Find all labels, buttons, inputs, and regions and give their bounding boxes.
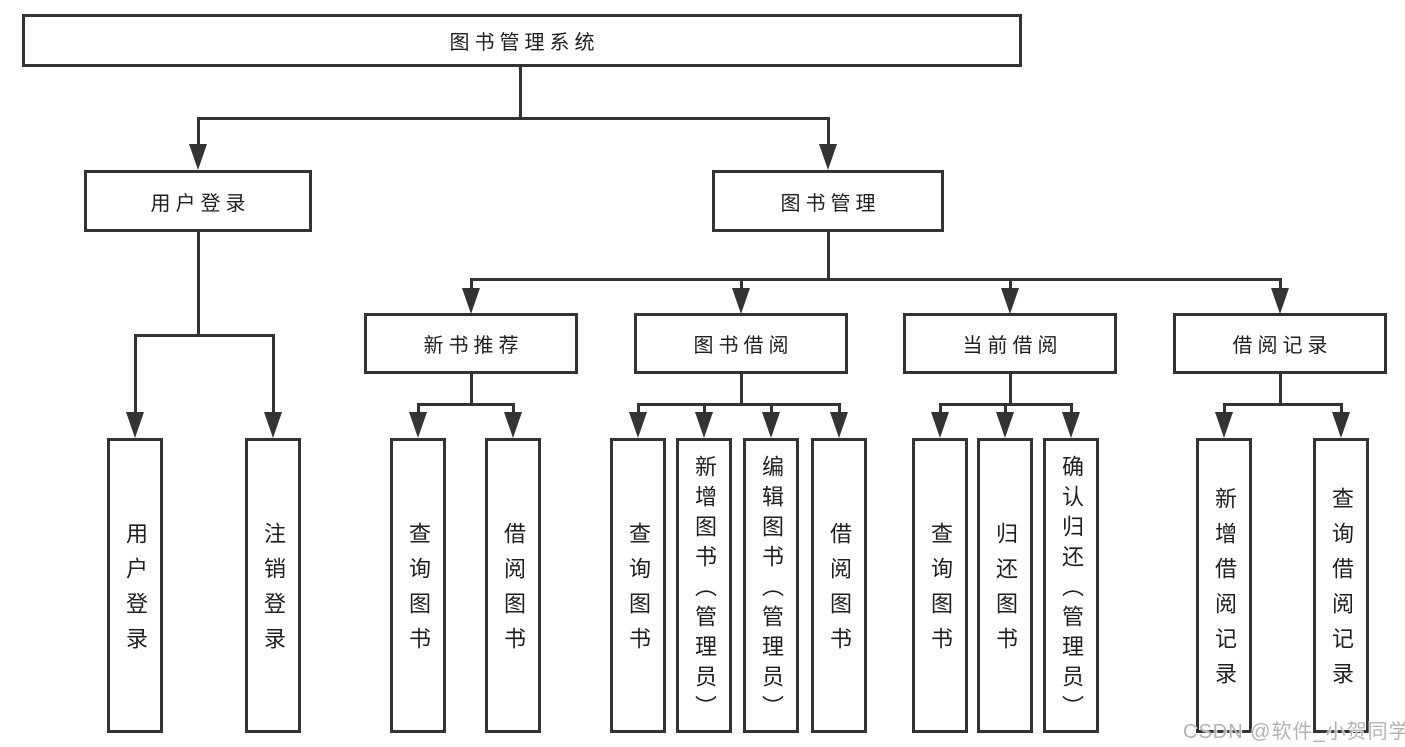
arrow-down-icon bbox=[762, 412, 780, 438]
leaf-label: 借阅图书 bbox=[827, 522, 852, 662]
leaf-label: 编辑图书（管理员） bbox=[759, 454, 784, 725]
arrow-down-icon bbox=[409, 412, 427, 438]
arrow-down-icon bbox=[1271, 288, 1289, 314]
connector-line bbox=[770, 403, 773, 415]
arrow-down-icon bbox=[819, 144, 837, 170]
connector-line bbox=[1070, 403, 1073, 415]
connector-line bbox=[827, 117, 830, 147]
connector-line bbox=[272, 334, 275, 414]
leaf-label: 查询图书 bbox=[406, 522, 431, 662]
connector-line bbox=[838, 403, 841, 415]
connector-line bbox=[519, 66, 522, 119]
leaf-add-borrow-record: 新增借阅记录 bbox=[1196, 438, 1252, 733]
leaf-user-login: 用户登录 bbox=[107, 438, 163, 733]
connector-line bbox=[1279, 278, 1282, 291]
arrow-down-icon bbox=[931, 412, 949, 438]
leaf-query-book: 查询图书 bbox=[610, 438, 666, 733]
connector-line bbox=[197, 230, 200, 336]
leaf-query-book: 查询图书 bbox=[390, 438, 446, 733]
connector-line bbox=[1009, 372, 1012, 405]
connector-line bbox=[197, 117, 200, 147]
leaf-label: 注销登录 bbox=[261, 522, 286, 662]
node-label: 借阅记录 bbox=[1232, 335, 1333, 357]
leaf-label: 查询图书 bbox=[928, 522, 953, 662]
connector-line bbox=[637, 403, 640, 415]
arrow-down-icon bbox=[830, 412, 848, 438]
connector-line bbox=[703, 403, 706, 415]
node-label: 当前借阅 bbox=[962, 335, 1063, 357]
connector-line bbox=[827, 230, 830, 280]
node-user-login: 用户登录 bbox=[84, 170, 312, 232]
leaf-label: 查询借阅记录 bbox=[1329, 487, 1354, 697]
node-book-borrow: 图书借阅 bbox=[634, 313, 848, 374]
node-book-management: 图书管理 bbox=[712, 170, 944, 232]
leaf-label: 查询图书 bbox=[626, 522, 651, 662]
node-label: 图书管理 bbox=[780, 192, 881, 215]
leaf-confirm-return-admin: 确认归还（管理员） bbox=[1043, 438, 1099, 733]
arrow-down-icon bbox=[1215, 412, 1233, 438]
leaf-label: 新增借阅记录 bbox=[1212, 487, 1237, 697]
leaf-label: 确认归还（管理员） bbox=[1059, 454, 1084, 725]
leaf-label: 用户登录 bbox=[123, 522, 148, 662]
connector-line bbox=[939, 403, 942, 415]
csdn-watermark: CSDN @软件_小贺同学 bbox=[1183, 721, 1405, 743]
leaf-logout: 注销登录 bbox=[245, 438, 301, 733]
arrow-down-icon bbox=[504, 412, 522, 438]
connector-line bbox=[512, 403, 515, 415]
node-borrow-record: 借阅记录 bbox=[1173, 313, 1387, 374]
arrow-down-icon bbox=[462, 288, 480, 314]
connector-line bbox=[637, 403, 841, 406]
node-new-book-recommend: 新书推荐 bbox=[364, 313, 578, 374]
node-label: 新书推荐 bbox=[423, 335, 524, 357]
connector-line bbox=[740, 278, 743, 291]
leaf-label: 归还图书 bbox=[993, 522, 1018, 662]
arrow-down-icon bbox=[264, 412, 282, 438]
connector-line bbox=[134, 334, 275, 337]
node-label: 用户登录 bbox=[150, 192, 251, 215]
leaf-query-book: 查询图书 bbox=[912, 438, 968, 733]
node-root-label: 图书管理系统 bbox=[449, 32, 600, 54]
leaf-borrow-book: 借阅图书 bbox=[811, 438, 867, 733]
connector-line bbox=[417, 403, 515, 406]
connector-line bbox=[470, 372, 473, 405]
leaf-label: 借阅图书 bbox=[501, 522, 526, 662]
node-root: 图书管理系统 bbox=[22, 14, 1022, 67]
connector-line bbox=[417, 403, 420, 415]
arrow-down-icon bbox=[695, 412, 713, 438]
connector-line bbox=[1223, 403, 1343, 406]
arrow-down-icon bbox=[126, 412, 144, 438]
connector-line bbox=[134, 334, 137, 414]
arrow-down-icon bbox=[629, 412, 647, 438]
arrow-down-icon bbox=[1332, 412, 1350, 438]
connector-line bbox=[1004, 403, 1007, 415]
node-label: 图书借阅 bbox=[693, 335, 794, 357]
arrow-down-icon bbox=[1001, 288, 1019, 314]
connector-line bbox=[470, 278, 1282, 281]
leaf-query-borrow-record: 查询借阅记录 bbox=[1313, 438, 1369, 733]
leaf-label: 新增图书（管理员） bbox=[692, 454, 717, 725]
connector-line bbox=[1223, 403, 1226, 415]
leaf-return-book: 归还图书 bbox=[977, 438, 1033, 733]
leaf-add-book-admin: 新增图书（管理员） bbox=[676, 438, 732, 733]
arrow-down-icon bbox=[1062, 412, 1080, 438]
connector-line bbox=[197, 117, 830, 120]
arrow-down-icon bbox=[189, 144, 207, 170]
connector-line bbox=[740, 372, 743, 405]
connector-line bbox=[470, 278, 473, 291]
arrow-down-icon bbox=[996, 412, 1014, 438]
leaf-borrow-book: 借阅图书 bbox=[485, 438, 541, 733]
arrow-down-icon bbox=[732, 288, 750, 314]
connector-line bbox=[1009, 278, 1012, 291]
connector-line bbox=[1279, 372, 1282, 405]
connector-line bbox=[1340, 403, 1343, 415]
node-current-borrow: 当前借阅 bbox=[903, 313, 1117, 374]
leaf-edit-book-admin: 编辑图书（管理员） bbox=[743, 438, 799, 733]
